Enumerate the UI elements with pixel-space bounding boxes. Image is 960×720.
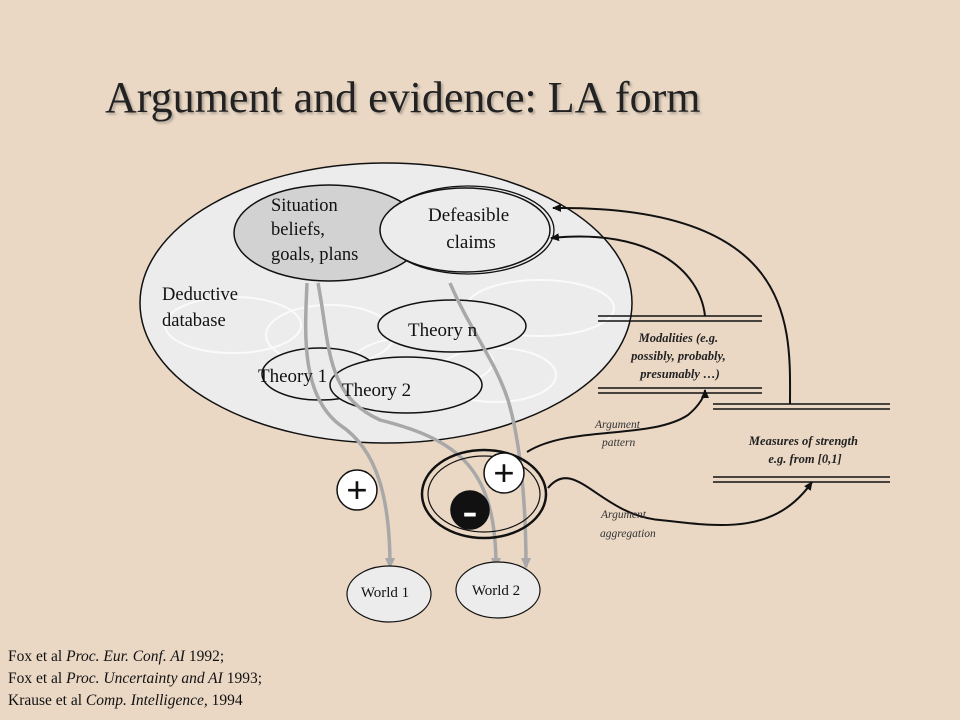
minus-label: -: [463, 486, 478, 535]
measures-label: Measures of strength e.g. from [0,1]: [748, 434, 861, 466]
aggregation-oval-inner: [427, 455, 541, 533]
reference-2: Fox et al Proc. Uncertainty and AI 1993;: [8, 670, 263, 687]
slide-title: Argument and evidence: LA form: [105, 73, 701, 122]
reference-3: Krause et al Comp. Intelligence, 1994: [8, 692, 243, 709]
modalities-label: Modalities (e.g. possibly, probably, pre…: [630, 331, 729, 381]
world-2-ellipse: [455, 561, 541, 619]
theory-1-label: Theory 1: [258, 366, 327, 387]
world-1-label: World 1: [361, 585, 409, 601]
defeasible-ellipse: [379, 187, 551, 273]
grey-argument-arrows: [303, 282, 531, 569]
minus-circle: [450, 490, 490, 530]
argument-aggregation-label: Argument aggregation: [600, 509, 656, 540]
world-1-ellipse: [346, 565, 432, 623]
deductive-database-label: Deductive database: [162, 285, 243, 331]
plus-left-circle: [336, 469, 378, 511]
aggregation-oval: [420, 448, 548, 540]
theory-n-ellipse: [377, 299, 527, 353]
plus-right-label: +: [493, 453, 515, 495]
modalities-bars: [598, 315, 762, 394]
theory-n-label: Theory n: [408, 320, 478, 341]
measures-bars: [713, 403, 890, 483]
theory-2-label: Theory 2: [342, 380, 411, 401]
black-arrows: [526, 203, 813, 527]
argument-pattern-label: Argument pattern: [594, 419, 643, 449]
plus-right-circle: [483, 452, 525, 494]
world-2-label: World 2: [472, 583, 520, 599]
situation-label: Situation beliefs, goals, plans: [271, 196, 358, 265]
theory-2-ellipse: [329, 356, 483, 414]
reference-1: Fox et al Proc. Eur. Conf. AI 1992;: [8, 648, 225, 665]
defeasible-claims-label: Defeasible claims: [428, 205, 514, 253]
plus-left-label: +: [346, 470, 368, 512]
references: Fox et al Proc. Eur. Conf. AI 1992; Fox …: [8, 646, 262, 712]
